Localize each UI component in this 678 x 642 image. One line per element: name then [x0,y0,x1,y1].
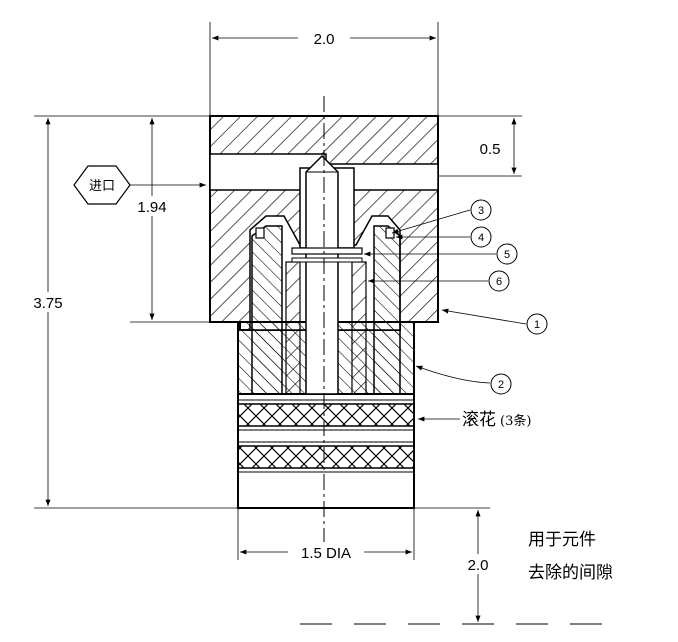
inner-sleeve [251,154,401,395]
dim-bottom-dia: 1.5 DIA [301,545,351,562]
knurl-band [237,445,415,469]
svg-text:4: 4 [478,232,484,244]
dim-inlet-height: 1.94 [137,199,166,216]
knurl-band [237,403,415,427]
svg-text:1: 1 [534,319,540,331]
extension-lines [34,22,522,560]
callout-5: 5 [364,243,518,265]
callout-1: 1 [441,308,548,335]
svg-text:3: 3 [478,205,484,217]
svg-text:6: 6 [496,276,502,288]
callout-3: 3 [391,199,492,234]
knurl-label: 滚花 (3条) [418,410,531,430]
inlet-text: 进口 [89,179,115,194]
knurl-text: 滚花 [462,410,496,430]
dim-total-height: 3.75 [33,295,62,312]
seal-ring [255,227,265,239]
svg-text:5: 5 [504,249,510,261]
clearance-note-line1: 用于元件 [528,530,596,550]
callout-2: 2 [415,365,512,395]
dim-top-height: 0.5 [480,141,501,158]
svg-text:2: 2 [498,379,504,391]
knurl-count: (3条) [500,413,531,429]
callout-6: 6 [368,270,510,292]
clearance-note-line2: 去除的间隙 [528,563,613,583]
dim-top-width: 2.0 [314,31,335,48]
inlet-label: 进口 [73,165,206,205]
dim-clearance: 2.0 [468,557,489,574]
seal-plate [291,247,363,255]
callout-4: 4 [396,226,492,248]
